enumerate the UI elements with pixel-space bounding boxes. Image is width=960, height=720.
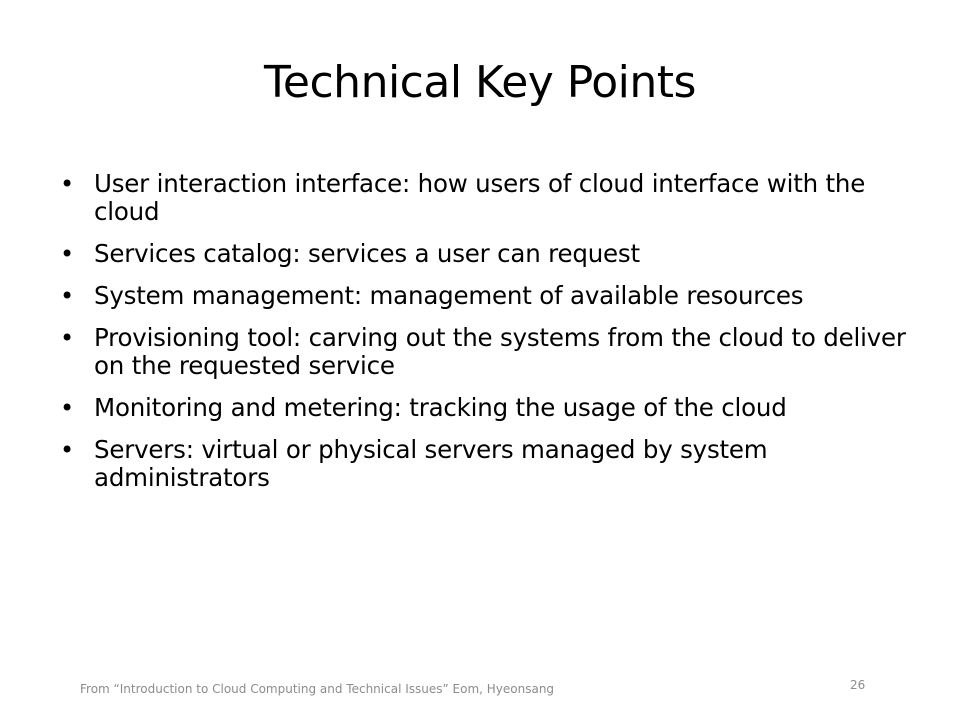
footer-source: From “Introduction to Cloud Computing an… [80, 682, 555, 696]
page-number: 26 [850, 678, 866, 692]
bullet-text: Servers: virtual or physical servers man… [94, 435, 768, 492]
bullet-item: • Servers: virtual or physical servers m… [60, 436, 910, 492]
bullet-text: Provisioning tool: carving out the syste… [94, 323, 906, 380]
bullet-icon: • [60, 170, 74, 198]
bullet-item: • System management: management of avail… [60, 281, 910, 311]
bullet-text: System management: management of availab… [94, 281, 804, 310]
bullet-item: • Services catalog: services a user can … [60, 239, 910, 269]
bullet-item: • User interaction interface: how users … [60, 170, 910, 226]
bullet-icon: • [60, 324, 74, 352]
bullet-list: • User interaction interface: how users … [60, 170, 910, 506]
bullet-icon: • [60, 240, 74, 268]
bullet-text: Services catalog: services a user can re… [94, 239, 640, 268]
slide-title: Technical Key Points [264, 57, 696, 108]
bullet-text: User interaction interface: how users of… [94, 169, 866, 226]
bullet-item: • Monitoring and metering: tracking the … [60, 393, 910, 423]
bullet-icon: • [60, 436, 74, 464]
bullet-icon: • [60, 394, 74, 422]
bullet-icon: • [60, 282, 74, 310]
bullet-text: Monitoring and metering: tracking the us… [94, 393, 787, 422]
bullet-item: • Provisioning tool: carving out the sys… [60, 324, 910, 380]
